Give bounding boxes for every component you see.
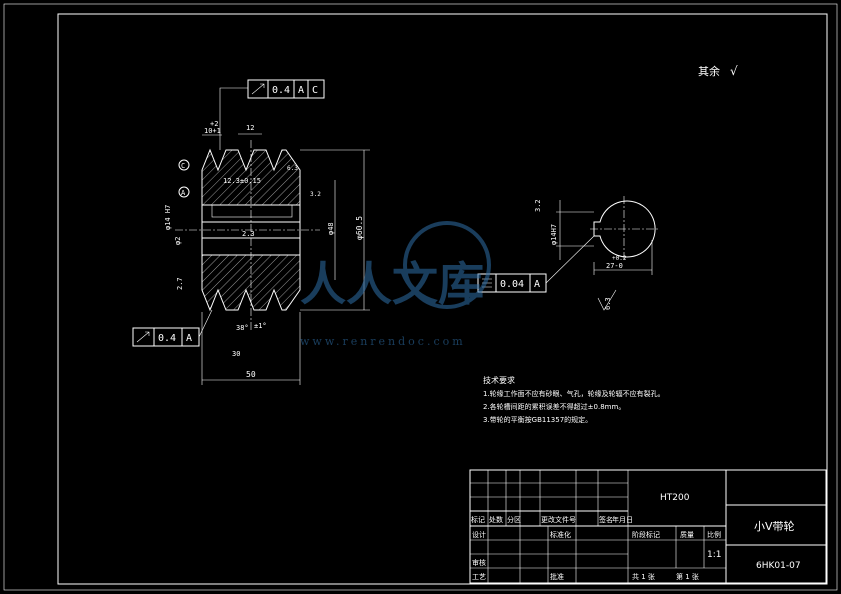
keyway-detail-view: φ14H7 3.2 27-0 +0.2 6.3 bbox=[534, 196, 660, 311]
svg-text:审核: 审核 bbox=[472, 558, 486, 567]
title-block: HT200 小V带轮 6HK01-07 标记 处数 分区 更改文件号 签名 年月… bbox=[469, 469, 827, 584]
svg-text:C: C bbox=[312, 85, 318, 96]
svg-text:6.3: 6.3 bbox=[287, 165, 298, 172]
svg-text:A: A bbox=[534, 279, 540, 290]
svg-text:0.04: 0.04 bbox=[500, 279, 524, 290]
svg-text:人人文库: 人人文库 bbox=[300, 257, 484, 311]
svg-text:10+1: 10+1 bbox=[204, 127, 221, 135]
svg-text:3.2: 3.2 bbox=[534, 199, 542, 212]
svg-text:φ14H7: φ14H7 bbox=[550, 224, 558, 245]
svg-text:批准: 批准 bbox=[550, 572, 564, 581]
svg-text:A: A bbox=[181, 189, 186, 197]
svg-text:C: C bbox=[181, 162, 185, 170]
svg-text:+0.2: +0.2 bbox=[612, 255, 627, 262]
watermark-logo-icon bbox=[403, 221, 491, 309]
runout-arrow-icon-left bbox=[136, 331, 150, 343]
svg-text:www.renrendoc.com: www.renrendoc.com bbox=[300, 335, 466, 348]
runout-arrow-icon bbox=[251, 83, 265, 95]
svg-text:3.2: 3.2 bbox=[310, 191, 321, 198]
svg-text:比例: 比例 bbox=[707, 530, 721, 539]
svg-text:工艺: 工艺 bbox=[472, 573, 486, 581]
inner-border bbox=[57, 13, 828, 585]
svg-text:更改文件号: 更改文件号 bbox=[541, 515, 576, 524]
svg-text:50: 50 bbox=[246, 370, 256, 379]
svg-text:处数: 处数 bbox=[489, 515, 503, 524]
outer-border bbox=[3, 3, 838, 591]
svg-text:技术要求: 技术要求 bbox=[483, 375, 515, 385]
svg-text:第 1 张: 第 1 张 bbox=[676, 572, 699, 581]
watermark: 人人文库 www.renrendoc.com bbox=[300, 221, 491, 348]
svg-text:0.4: 0.4 bbox=[272, 85, 290, 96]
datum-circle-c bbox=[178, 159, 190, 171]
svg-text:φ48: φ48 bbox=[327, 222, 335, 235]
svg-text:小V带轮: 小V带轮 bbox=[754, 519, 795, 533]
svg-text:2.7: 2.7 bbox=[176, 277, 184, 290]
geo-tol-frame-keyway: 0.04 A bbox=[477, 235, 595, 293]
svg-text:12.3±0.15: 12.3±0.15 bbox=[223, 177, 261, 185]
svg-text:φ2: φ2 bbox=[174, 237, 182, 245]
svg-text:±1°: ±1° bbox=[254, 322, 267, 330]
technical-notes: 技术要求 1.轮缘工作面不应有砂眼、气孔，轮缘及轮辐不应有裂孔。 2.各轮槽间距… bbox=[483, 375, 665, 424]
svg-text:1.轮缘工作面不应有砂眼、气孔，轮缘及轮辐不应有裂孔。: 1.轮缘工作面不应有砂眼、气孔，轮缘及轮辐不应有裂孔。 bbox=[483, 389, 665, 398]
svg-text:HT200: HT200 bbox=[660, 493, 690, 503]
svg-text:2.3: 2.3 bbox=[242, 230, 255, 238]
roughness-note-label: 其余 bbox=[698, 64, 720, 78]
svg-text:27-0: 27-0 bbox=[606, 262, 623, 270]
svg-text:12: 12 bbox=[246, 124, 254, 132]
svg-text:30: 30 bbox=[232, 350, 240, 358]
svg-text:+2: +2 bbox=[210, 120, 218, 128]
pulley-dimensions: +2 10+1 12 12.3±0.15 6.3 3.2 φ14 H7 φ2 φ… bbox=[164, 120, 370, 385]
keyway-slot bbox=[211, 204, 293, 218]
svg-text:年月日: 年月日 bbox=[612, 515, 633, 524]
svg-text:质量: 质量 bbox=[680, 530, 694, 539]
pulley-section-view bbox=[175, 140, 320, 330]
svg-text:A: A bbox=[298, 85, 304, 96]
svg-text:φ14 H7: φ14 H7 bbox=[164, 205, 172, 230]
svg-text:38°: 38° bbox=[236, 324, 249, 332]
datum-circle-a bbox=[178, 186, 190, 198]
upper-rim-hatch bbox=[202, 150, 300, 205]
svg-text:设计: 设计 bbox=[472, 530, 486, 539]
svg-text:6HK01-07: 6HK01-07 bbox=[756, 561, 801, 571]
svg-text:3.带轮的平衡按GB11357的规定。: 3.带轮的平衡按GB11357的规定。 bbox=[483, 415, 592, 424]
svg-text:0.4: 0.4 bbox=[158, 333, 176, 344]
svg-text:标准化: 标准化 bbox=[550, 530, 571, 539]
svg-text:1:1: 1:1 bbox=[707, 550, 721, 560]
roughness-check-icon: √ bbox=[730, 64, 738, 78]
svg-text:2.各轮槽间距的累积误差不得超过±0.8mm。: 2.各轮槽间距的累积误差不得超过±0.8mm。 bbox=[483, 402, 625, 411]
svg-text:A: A bbox=[186, 333, 192, 344]
svg-text:分区: 分区 bbox=[507, 515, 521, 524]
geo-tol-frame-left: 0.4 A bbox=[132, 309, 213, 347]
svg-text:阶段标记: 阶段标记 bbox=[632, 530, 660, 539]
svg-text:标记: 标记 bbox=[471, 515, 485, 524]
svg-text:签名: 签名 bbox=[599, 515, 613, 524]
svg-text:φ60.5: φ60.5 bbox=[355, 216, 364, 240]
geo-tol-frame-top: 0.4 A C bbox=[219, 79, 325, 150]
svg-text:共 1 张: 共 1 张 bbox=[632, 572, 655, 581]
